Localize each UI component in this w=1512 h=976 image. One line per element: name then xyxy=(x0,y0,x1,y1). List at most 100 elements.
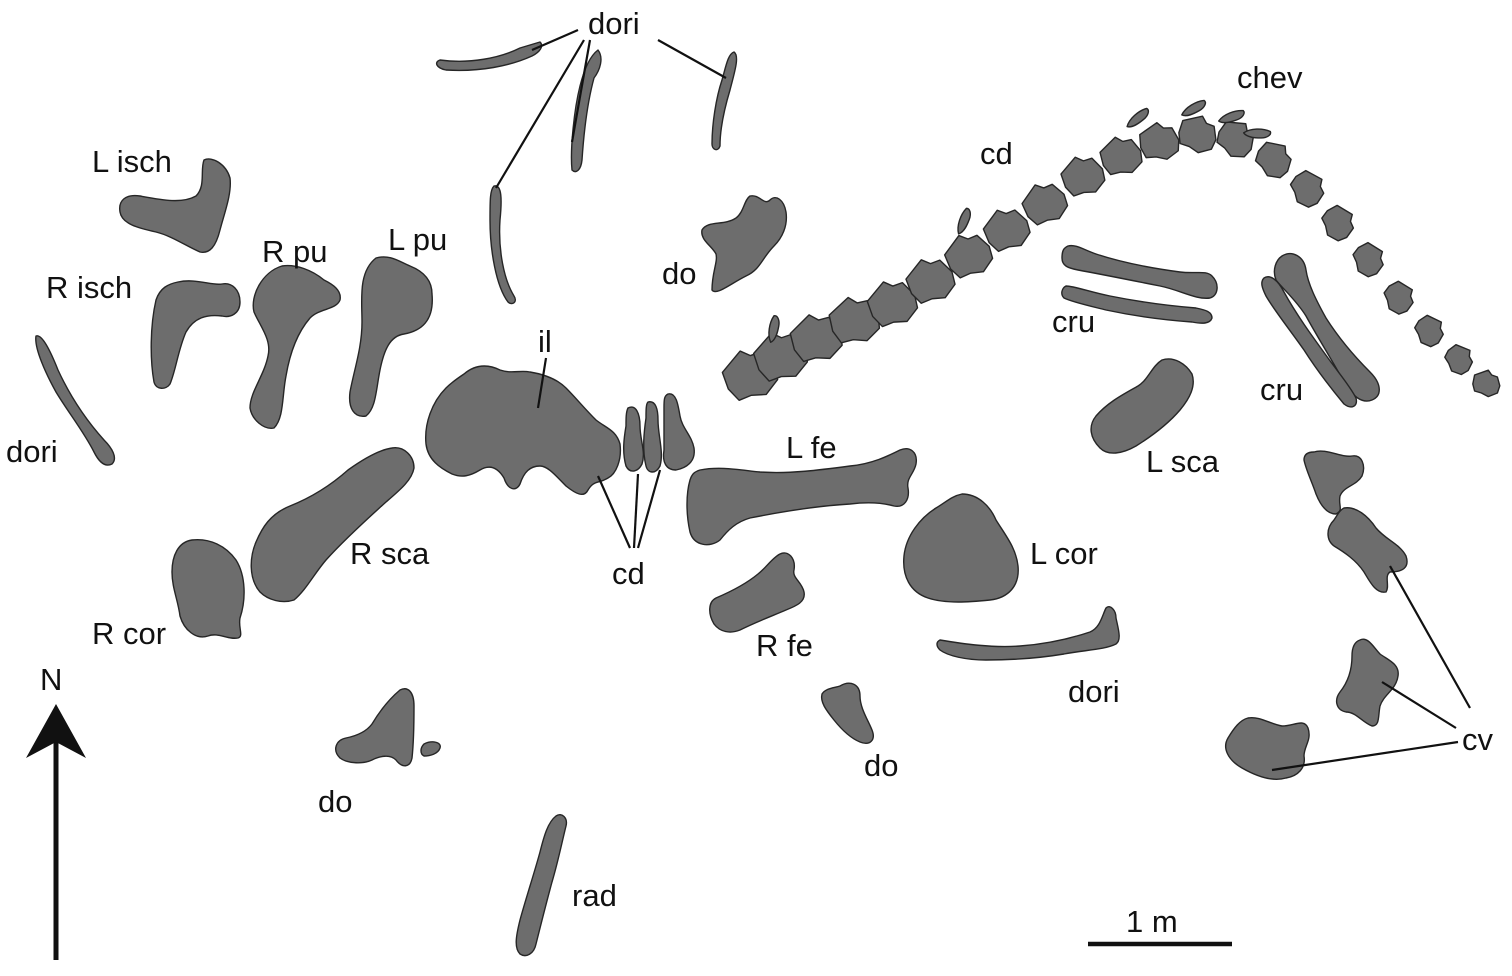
caudal-vertebra xyxy=(1289,169,1325,208)
label-right-coracoid: R cor xyxy=(92,616,166,651)
dorsal-rib-top-middle xyxy=(570,49,602,173)
label-dori-top: dori xyxy=(588,6,640,41)
label-left-pubis: L pu xyxy=(388,222,447,257)
dorsal-osteoderm-upper xyxy=(701,195,788,293)
leader-lines xyxy=(495,28,1471,772)
caudal-vertebra-near-ilium-3 xyxy=(662,393,695,471)
cervical-vertebra-2 xyxy=(1327,507,1408,593)
leader-dori-top-2 xyxy=(495,39,585,189)
leader-cd-mid-1 xyxy=(596,475,632,549)
caudal-vertebra xyxy=(1472,369,1501,398)
label-right-scapula: R sca xyxy=(350,536,430,571)
label-right-femur: R fe xyxy=(756,628,813,663)
caudal-vertebra xyxy=(905,259,956,304)
caudal-vertebra xyxy=(1352,241,1384,278)
caudal-vertebra xyxy=(1321,204,1355,242)
left-scapula xyxy=(1090,358,1194,454)
leader-cd-mid-2 xyxy=(632,473,640,549)
leader-il xyxy=(536,357,548,409)
dorsal-rib-left xyxy=(35,335,116,466)
caudal-vertebra xyxy=(1383,280,1414,315)
radius xyxy=(515,814,568,957)
chevron xyxy=(1181,99,1207,117)
caudal-vertebra xyxy=(943,234,994,279)
north-arrow xyxy=(26,704,86,960)
cervical-vertebra-4 xyxy=(1224,716,1310,780)
label-scale-bar: 1 m xyxy=(1126,904,1178,939)
left-ischium xyxy=(119,158,232,253)
label-cd-tail: cd xyxy=(980,136,1013,171)
right-ischium xyxy=(150,280,241,389)
chevron xyxy=(1242,128,1272,139)
caudal-vertebra-near-ilium-1 xyxy=(623,406,645,472)
caudal-vertebra xyxy=(1178,115,1217,154)
leader-dori-top-4 xyxy=(657,39,727,79)
right-pubis xyxy=(249,264,341,429)
caudal-vertebra xyxy=(866,281,919,328)
label-do-upper: do xyxy=(662,256,696,291)
label-dori-right: dori xyxy=(1068,674,1120,709)
right-femur xyxy=(709,552,805,633)
crus-middle-upper xyxy=(1061,244,1218,299)
dorsal-rib-top-right xyxy=(711,51,738,151)
caudal-vertebra xyxy=(1021,183,1069,226)
dorsal-rib-top-left xyxy=(435,41,543,72)
caudal-vertebra xyxy=(982,209,1031,253)
caudal-vertebra xyxy=(828,296,881,344)
label-left-femur: L fe xyxy=(786,430,837,465)
crus-right-inner xyxy=(1261,276,1358,408)
right-coracoid xyxy=(171,539,245,640)
labels-layer: dori chev L isch cd R pu L pu R isch do … xyxy=(6,6,1494,939)
right-scapula xyxy=(250,447,415,603)
label-right-ischium: R isch xyxy=(46,270,132,305)
caudal-vertebra xyxy=(1414,314,1444,348)
caudal-vertebra xyxy=(1216,121,1255,158)
caudal-vertebra xyxy=(1444,343,1474,376)
left-pubis xyxy=(348,256,433,417)
label-left-scapula: L sca xyxy=(1146,444,1220,479)
label-left-coracoid: L cor xyxy=(1030,536,1098,571)
dorsal-osteoderm-lower-left xyxy=(335,688,415,767)
label-cru-right: cru xyxy=(1260,372,1303,407)
cervical-vertebra-1 xyxy=(1303,450,1365,515)
leader-cv-1 xyxy=(1389,565,1471,709)
label-do-left: do xyxy=(318,784,352,819)
crus-middle-lower xyxy=(1061,285,1213,324)
label-cru-middle: cru xyxy=(1052,304,1095,339)
label-cd-mid: cd xyxy=(612,556,645,591)
label-right-pubis: R pu xyxy=(262,234,327,269)
leader-dori-top-3 xyxy=(570,39,592,143)
chevron xyxy=(768,315,780,344)
ilium xyxy=(425,365,622,496)
leader-cd-mid-3 xyxy=(636,469,662,549)
chevron xyxy=(957,207,971,235)
north-arrow-head-icon xyxy=(26,704,86,758)
label-cv: cv xyxy=(1462,722,1494,757)
dorsal-rib-top-long xyxy=(489,185,517,305)
leader-dori-top-1 xyxy=(531,28,579,52)
osteoderm-fragment xyxy=(420,741,441,757)
cervical-vertebra-3 xyxy=(1335,638,1399,727)
crus-right-outer xyxy=(1273,252,1380,402)
label-north: N xyxy=(40,662,62,697)
tail-caudal-series xyxy=(721,99,1501,402)
label-dori-left: dori xyxy=(6,434,58,469)
chevron xyxy=(1218,109,1245,124)
caudal-vertebra-near-ilium-2 xyxy=(643,401,663,473)
label-il: il xyxy=(538,324,552,359)
caudal-vertebra xyxy=(1139,122,1180,160)
label-left-ischium: L isch xyxy=(92,144,172,179)
left-femur xyxy=(686,448,917,546)
caudal-vertebra xyxy=(789,314,843,363)
bones-layer xyxy=(35,41,1501,957)
caudal-vertebra xyxy=(1099,136,1143,176)
chevron xyxy=(1126,107,1150,128)
caudal-vertebra xyxy=(1254,141,1292,179)
label-do-right: do xyxy=(864,748,898,783)
dorsal-rib-lower-right xyxy=(936,606,1120,661)
dorsal-osteoderm-lower-middle xyxy=(820,682,874,744)
left-coracoid xyxy=(903,493,1019,603)
leader-cv-3 xyxy=(1271,740,1459,772)
leader-cv-2 xyxy=(1381,681,1457,729)
caudal-vertebra xyxy=(1060,156,1106,197)
